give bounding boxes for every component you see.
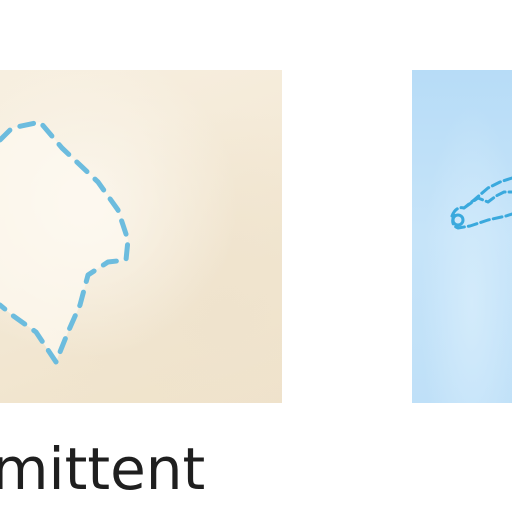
region-node-icon: [451, 213, 465, 227]
caption: mittent: [0, 440, 512, 512]
region-card-sky[interactable]: [412, 70, 512, 403]
caption-text: mittent: [0, 440, 206, 503]
region-card-plain[interactable]: [0, 70, 282, 403]
region-dashed-boundary: [0, 119, 131, 365]
region-outline-shape: [450, 176, 512, 230]
region-dashed-boundary: [450, 176, 512, 230]
region-outline-shape: [0, 119, 131, 365]
